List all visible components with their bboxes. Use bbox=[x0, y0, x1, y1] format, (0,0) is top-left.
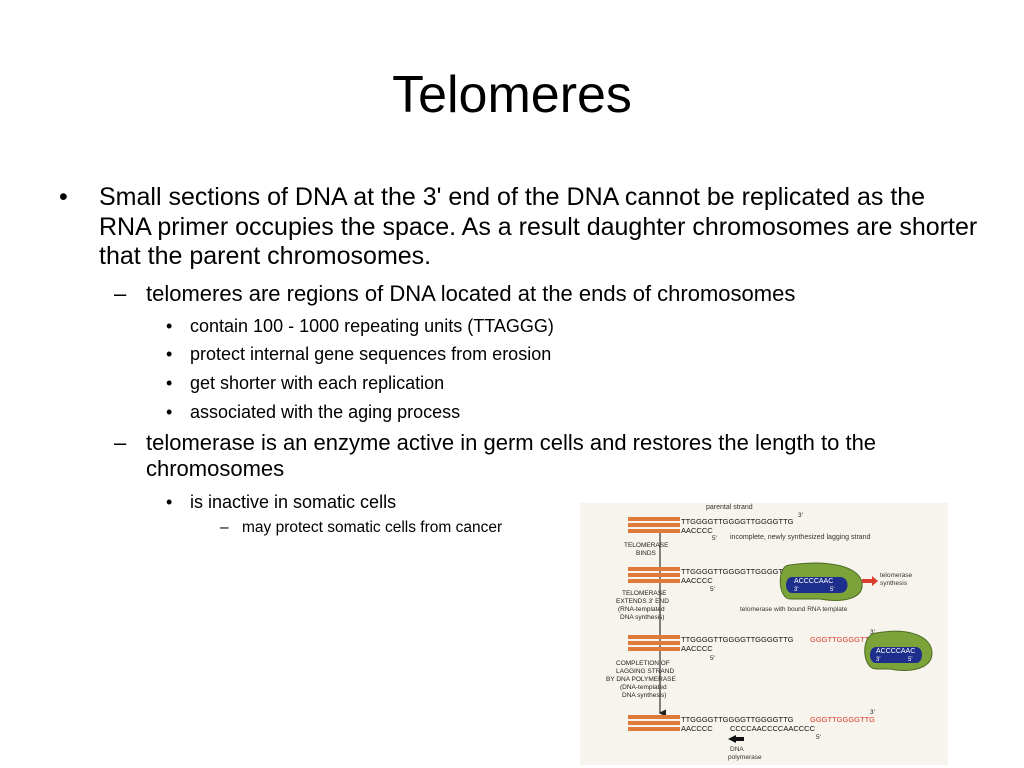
bullet-dash-icon: – bbox=[114, 281, 127, 306]
seq-bottom: AACCCC bbox=[681, 526, 713, 535]
bullet-level2: – telomeres are regions of DNA located a… bbox=[114, 281, 956, 307]
bullet-dash-icon: – bbox=[220, 519, 229, 536]
bullet-text: telomeres are regions of DNA located at … bbox=[146, 281, 796, 306]
bullet-text: may protect somatic cells from cancer bbox=[242, 519, 503, 536]
label-bound-template: telomerase with bound RNA template bbox=[740, 606, 848, 613]
label-3prime: 3' bbox=[876, 657, 880, 663]
stage-4: TTGGGGTTGGGGTTGGGGTTG GGGTTGGGGTTG 3' AA… bbox=[628, 709, 875, 761]
label-5prime: 5' bbox=[712, 535, 717, 542]
label-dna-polymerase: DNA polymerase bbox=[728, 746, 762, 761]
strand-bar bbox=[628, 635, 680, 639]
bullet-disc-icon: • bbox=[166, 373, 173, 393]
seq-top: TTGGGGTTGGGGTTGGGGTTG bbox=[681, 567, 794, 576]
strand-bar bbox=[628, 727, 680, 731]
seq-top: TTGGGGTTGGGGTTGGGGTTG bbox=[681, 715, 794, 724]
bullet-level3: • protect internal gene sequences from e… bbox=[166, 343, 570, 365]
slide-title: Telomeres bbox=[392, 66, 632, 124]
label-3prime: 3' bbox=[798, 512, 803, 519]
bullet-level3: • is inactive in somatic cells bbox=[166, 491, 570, 513]
bullet-level3: • contain 100 - 1000 repeating units (TT… bbox=[166, 315, 570, 337]
label-telomerase-synthesis: telomerase synthesis bbox=[880, 572, 914, 587]
rna-template bbox=[870, 647, 922, 663]
telomerase-diagram: parental strand 3' TTGGGGTTGGGGTTGGGGTTG… bbox=[580, 503, 948, 765]
bullet-level3: • get shorter with each replication bbox=[166, 372, 570, 394]
seq-extension: GGGTTGGGGTTG bbox=[810, 635, 875, 644]
bullet-text: telomerase is an enzyme active in germ c… bbox=[146, 430, 877, 481]
label-5prime: 5' bbox=[710, 655, 715, 662]
strand-bar bbox=[628, 567, 680, 571]
bullet-disc-icon: • bbox=[166, 316, 173, 336]
strand-bar bbox=[628, 579, 680, 583]
bullet-level2: – telomerase is an enzyme active in germ… bbox=[114, 430, 956, 482]
bullet-text: contain 100 - 1000 repeating units (TTAG… bbox=[190, 316, 554, 336]
bullet-text: protect internal gene sequences from ero… bbox=[190, 344, 552, 364]
bullet-level1: • Small sections of DNA at the 3' end of… bbox=[59, 183, 979, 272]
label-5prime: 5' bbox=[830, 587, 834, 593]
seq-rna: ACCCCAAC bbox=[794, 578, 833, 585]
strand-bar bbox=[628, 523, 680, 527]
label-telomerase-binds: TELOMERASE BINDS bbox=[624, 542, 670, 557]
bullet-text: get shorter with each replication bbox=[190, 373, 445, 393]
strand-bar bbox=[628, 641, 680, 645]
label-3prime: 3' bbox=[870, 709, 875, 716]
label-5prime: 5' bbox=[710, 586, 715, 593]
rna-template bbox=[786, 577, 848, 593]
seq-rna: ACCCCAAC bbox=[876, 648, 915, 655]
seq-top: TTGGGGTTGGGGTTGGGGTTG bbox=[681, 635, 794, 644]
bullet-dash-icon: – bbox=[114, 430, 127, 455]
telomerase-diagram-svg: parental strand 3' TTGGGGTTGGGGTTGGGGTTG… bbox=[606, 504, 933, 761]
polymerase-arrow-icon bbox=[728, 735, 744, 743]
stage-1: parental strand 3' TTGGGGTTGGGGTTGGGGTTG… bbox=[628, 504, 871, 542]
strand-bar bbox=[628, 715, 680, 719]
strand-bar bbox=[628, 647, 680, 651]
bullet-disc-icon: • bbox=[59, 183, 68, 211]
bullet-level4: – may protect somatic cells from cancer bbox=[220, 518, 572, 538]
label-5prime: 5' bbox=[816, 734, 821, 741]
bullet-level3: • associated with the aging process bbox=[166, 401, 570, 423]
strand-bar bbox=[628, 517, 680, 521]
label-incomplete: incomplete, newly synthesized lagging st… bbox=[730, 534, 871, 541]
seq-bottom: AACCCC bbox=[681, 724, 713, 733]
label-5prime: 5' bbox=[908, 657, 912, 663]
seq-bottom-extended: CCCCAACCCCAACCCC bbox=[730, 724, 816, 733]
bullet-text: Small sections of DNA at the 3' end of t… bbox=[99, 183, 978, 270]
seq-bottom: AACCCC bbox=[681, 644, 713, 653]
seq-top: TTGGGGTTGGGGTTGGGGTTG bbox=[681, 517, 794, 526]
strand-bar bbox=[628, 529, 680, 533]
label-3prime: 3' bbox=[794, 587, 798, 593]
stage-3: TTGGGGTTGGGGTTGGGGTTG GGGTTGGGGTTG 3' AA… bbox=[628, 629, 933, 671]
label-parental-strand: parental strand bbox=[706, 504, 753, 511]
bullet-text: associated with the aging process bbox=[190, 402, 461, 422]
strand-bar bbox=[628, 721, 680, 725]
seq-bottom: AACCCC bbox=[681, 576, 713, 585]
label-3prime: 3' bbox=[870, 629, 875, 636]
bullet-disc-icon: • bbox=[166, 344, 173, 364]
label-extends: TELOMERASE EXTENDS 3' END (RNA-templated… bbox=[616, 590, 671, 621]
label-completion: COMPLETION OF LAGGING STRAND BY DNA POLY… bbox=[606, 660, 678, 699]
synthesis-arrow-icon bbox=[862, 576, 878, 586]
bullet-text: is inactive in somatic cells bbox=[190, 492, 397, 512]
stage-2: TTGGGGTTGGGGTTGGGGTTG AACCCC 5' ACCCCAAC… bbox=[628, 562, 914, 613]
strand-bar bbox=[628, 573, 680, 577]
bullet-disc-icon: • bbox=[166, 492, 173, 512]
seq-extension: GGGTTGGGGTTG bbox=[810, 715, 875, 724]
bullet-disc-icon: • bbox=[166, 402, 173, 422]
